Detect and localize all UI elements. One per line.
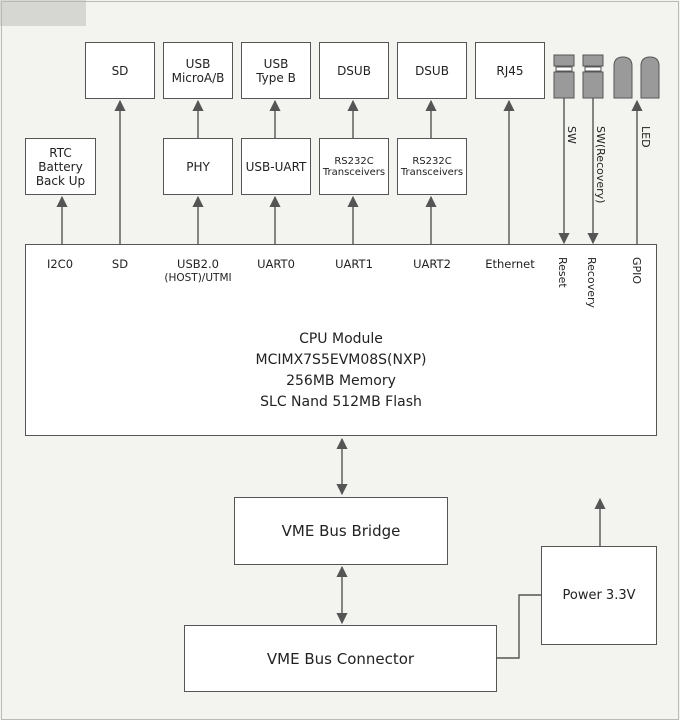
phy-label: PHY	[186, 159, 210, 174]
port-sd: SD	[111, 257, 129, 271]
led-icon	[613, 56, 660, 99]
port-usb: USB2.0 (HOST)/UTMI	[153, 257, 243, 285]
phy-block: PHY	[163, 138, 233, 195]
sd-card-block: SD	[85, 42, 155, 99]
port-uart0: UART0	[257, 257, 295, 271]
sw-recovery-icon	[582, 54, 604, 99]
cpu-module-block: I2C0 SD USB2.0 (HOST)/UTMI UART0 UART1 U…	[25, 244, 657, 436]
sw-recovery-label: SW(Recovery)	[594, 126, 607, 204]
rs232c-2-label-2: Transceivers	[400, 166, 464, 178]
port-recovery: Recovery	[585, 257, 598, 309]
power-feed-line	[497, 594, 541, 659]
port-usb-label-1: USB2.0	[177, 257, 219, 271]
port-ethernet: Ethernet	[485, 257, 535, 271]
rtc-label-2: Battery	[38, 159, 83, 174]
vme-bus-bridge-block: VME Bus Bridge	[234, 497, 448, 565]
dsub-2-block: DSUB	[397, 42, 467, 99]
sd-card-label: SD	[111, 63, 129, 78]
power-block: Power 3.3V	[541, 546, 657, 645]
rj45-label: RJ45	[496, 63, 524, 78]
port-i2c0: I2C0	[46, 257, 74, 271]
port-uart2: UART2	[413, 257, 451, 271]
corner-tab	[0, 0, 86, 26]
usb-microab-label-2: MicroA/B	[171, 70, 225, 85]
led-label: LED	[639, 126, 652, 148]
rs232c-1-label-1: RS232C	[334, 155, 374, 167]
usb-typeb-label-1: USB	[263, 56, 289, 71]
vme-bus-bridge-label: VME Bus Bridge	[281, 522, 401, 540]
port-uart1: UART1	[335, 257, 373, 271]
cpu-line-4: SLC Nand 512MB Flash	[260, 394, 422, 410]
dsub-1-block: DSUB	[319, 42, 389, 99]
rtc-label-1: RTC	[49, 145, 72, 160]
usb-typeb-label-2: Type B	[256, 70, 296, 85]
vme-bus-connector-block: VME Bus Connector	[184, 625, 497, 692]
rj45-block: RJ45	[475, 42, 545, 99]
sw-reset-icon	[553, 54, 575, 99]
power-label: Power 3.3V	[562, 587, 636, 603]
usb-uart-label: USB-UART	[245, 159, 307, 174]
sw-label: SW	[565, 126, 578, 144]
port-gpio: GPIO	[630, 257, 643, 285]
cpu-line-3: 256MB Memory	[286, 373, 396, 389]
port-reset: Reset	[556, 257, 569, 288]
rs232c-2-label-1: RS232C	[412, 155, 452, 167]
cpu-line-1: CPU Module	[299, 331, 383, 347]
cpu-line-2: MCIMX7S5EVM08S(NXP)	[255, 352, 427, 368]
usb-microab-label-1: USB	[185, 56, 211, 71]
rtc-label-3: Back Up	[35, 173, 86, 188]
cpu-description: CPU Module MCIMX7S5EVM08S(NXP) 256MB Mem…	[26, 329, 656, 413]
vme-bus-connector-label: VME Bus Connector	[266, 649, 415, 668]
port-usb-label-2: (HOST)/UTMI	[164, 272, 232, 284]
dsub-1-label: DSUB	[337, 63, 371, 78]
rs232c-1-label-2: Transceivers	[322, 166, 386, 178]
dsub-2-label: DSUB	[415, 63, 449, 78]
usb-uart-block: USB-UART	[241, 138, 311, 195]
